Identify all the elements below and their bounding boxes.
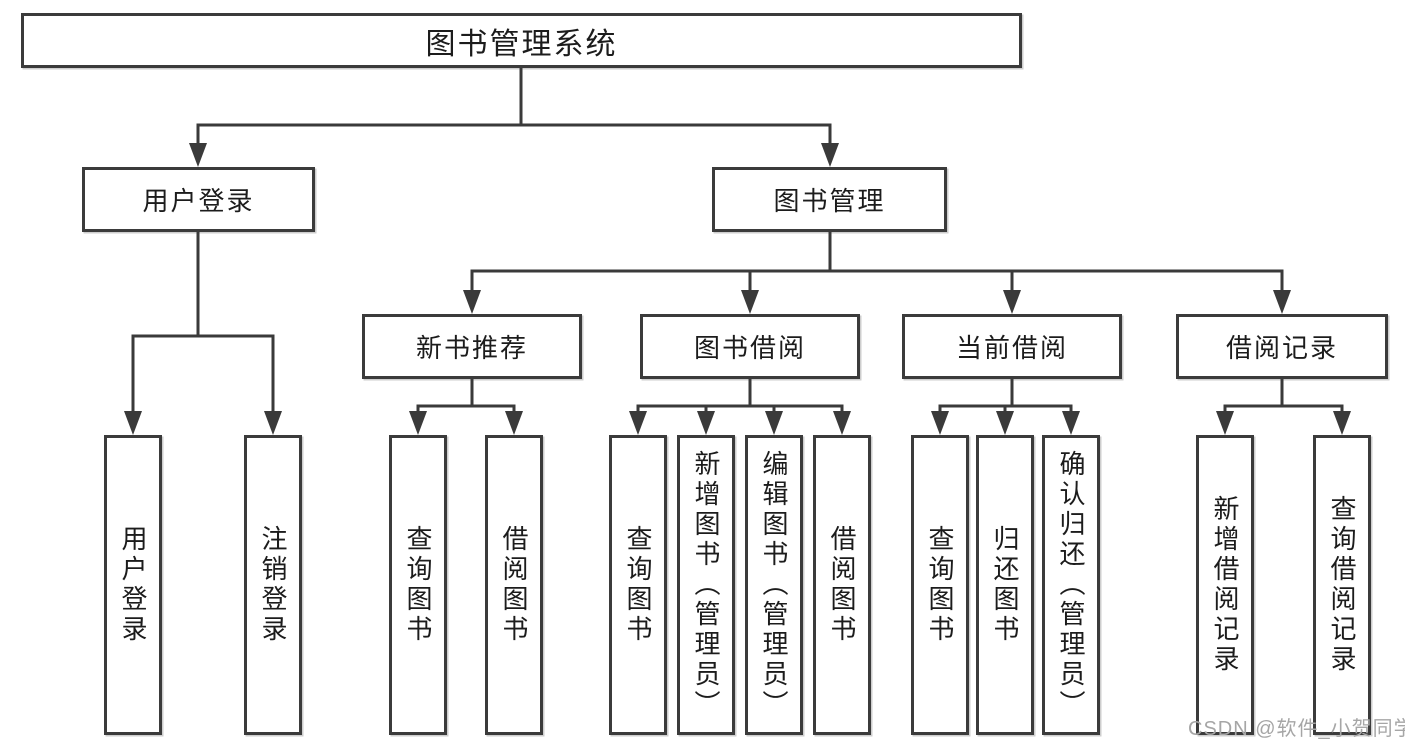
leaf-logout-label: 注销登录 (258, 525, 288, 645)
leaf-query-books-borrowing-label: 查询图书 (623, 525, 653, 645)
node-new-book-recommend: 新书推荐 (362, 314, 582, 379)
node-user-login-label: 用户登录 (142, 186, 255, 216)
node-library-system-label: 图书管理系统 (425, 27, 618, 61)
node-book-management: 图书管理 (712, 167, 947, 232)
node-borrow-records-label: 借阅记录 (1225, 333, 1338, 363)
leaf-return-books: 归还图书 (976, 435, 1034, 735)
connectors-user-login (124, 232, 282, 435)
leaf-return-books-label: 归还图书 (990, 525, 1020, 645)
csdn-watermark: CSDN @软件_小贺同学 (1188, 718, 1405, 740)
leaf-query-books-borrowing: 查询图书 (609, 435, 667, 735)
leaf-confirm-return-admin: 确认归还（管理员） (1042, 435, 1100, 735)
node-book-borrowing-label: 图书借阅 (693, 333, 806, 363)
leaf-query-borrow-record-label: 查询借阅记录 (1327, 495, 1357, 675)
leaf-user-login: 用户登录 (104, 435, 162, 735)
leaf-add-borrow-record: 新增借阅记录 (1196, 435, 1254, 735)
connectors-book-borrowing (629, 379, 851, 435)
leaf-borrow-books-borrowing-label: 借阅图书 (827, 525, 857, 645)
node-current-borrowing: 当前借阅 (902, 314, 1122, 379)
leaf-edit-books-admin: 编辑图书（管理员） (745, 435, 803, 735)
node-new-book-recommend-label: 新书推荐 (415, 333, 528, 363)
node-current-borrowing-label: 当前借阅 (955, 333, 1068, 363)
leaf-query-books-current: 查询图书 (911, 435, 969, 735)
leaf-query-books-recommend: 查询图书 (389, 435, 447, 735)
leaf-add-books-admin-label: 新增图书（管理员） (691, 450, 721, 720)
connectors-current-borrowing (931, 379, 1080, 435)
leaf-edit-books-admin-label: 编辑图书（管理员） (759, 450, 789, 720)
node-user-login: 用户登录 (82, 167, 315, 232)
connectors-root (189, 68, 839, 167)
connectors-borrow-records (1216, 379, 1351, 435)
leaf-add-borrow-record-label: 新增借阅记录 (1210, 495, 1240, 675)
leaf-logout: 注销登录 (244, 435, 302, 735)
node-library-system: 图书管理系统 (21, 13, 1022, 68)
leaf-query-books-recommend-label: 查询图书 (403, 525, 433, 645)
connectors-new-book-recommend (409, 379, 523, 435)
leaf-confirm-return-admin-label: 确认归还（管理员） (1056, 450, 1086, 720)
leaf-borrow-books-recommend-label: 借阅图书 (499, 525, 529, 645)
leaf-add-books-admin: 新增图书（管理员） (677, 435, 735, 735)
leaf-borrow-books-borrowing: 借阅图书 (813, 435, 871, 735)
node-borrow-records: 借阅记录 (1176, 314, 1388, 379)
leaf-borrow-books-recommend: 借阅图书 (485, 435, 543, 735)
connectors-book-management (463, 232, 1291, 314)
node-book-borrowing: 图书借阅 (640, 314, 860, 379)
leaf-query-books-current-label: 查询图书 (925, 525, 955, 645)
node-book-management-label: 图书管理 (773, 186, 886, 216)
leaf-user-login-label: 用户登录 (118, 525, 148, 645)
leaf-query-borrow-record: 查询借阅记录 (1313, 435, 1371, 735)
